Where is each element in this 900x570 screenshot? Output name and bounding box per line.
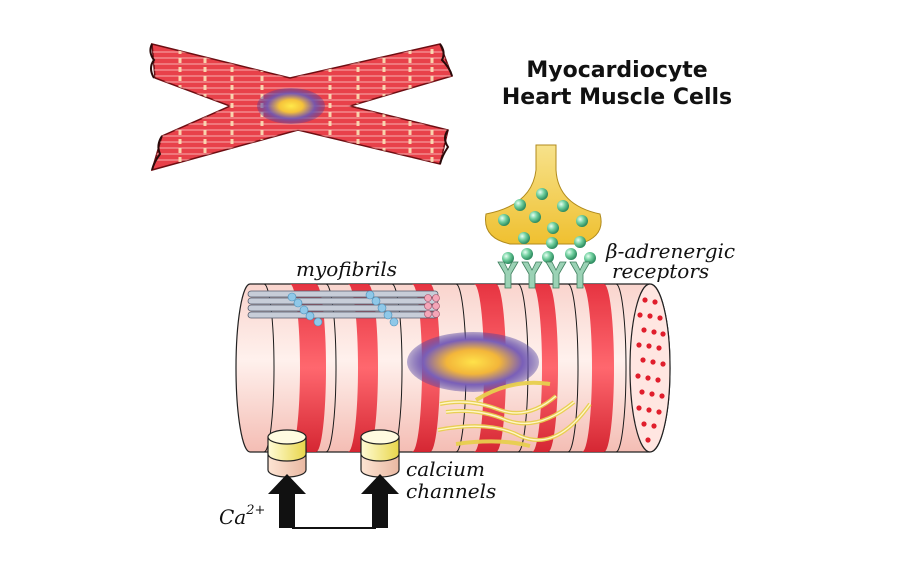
calcium-channels-label-line-2: channels xyxy=(406,479,496,503)
nerve-terminal xyxy=(485,144,602,264)
title-line-1: Myocardiocyte xyxy=(526,58,707,83)
myocyte-cell-illustration xyxy=(149,43,453,172)
muscle-fiber-cylinder xyxy=(235,261,671,453)
calcium-channel-left xyxy=(267,429,307,478)
cell-nucleus xyxy=(257,88,325,124)
fiber-nucleus xyxy=(407,332,539,392)
myofibrils-label: myofibrils xyxy=(296,257,397,281)
calcium-influx-arrows xyxy=(268,474,399,529)
cross-section-myofibrils xyxy=(635,297,666,443)
calcium-channel-right xyxy=(360,429,400,478)
calcium-channels-label-line-1: calcium xyxy=(406,457,485,481)
fiber-cross-section xyxy=(629,283,671,453)
beta-receptors xyxy=(497,261,591,289)
myofibril-bundle xyxy=(247,290,440,327)
neurotransmitter-vesicles xyxy=(498,188,596,264)
calcium-ion-label: Ca2+ xyxy=(219,503,265,529)
beta-receptor-label-line-2: receptors xyxy=(612,259,709,283)
title-line-2: Heart Muscle Cells xyxy=(502,85,732,110)
beta-receptor-label-line-1: β-adrenergic xyxy=(605,239,735,263)
